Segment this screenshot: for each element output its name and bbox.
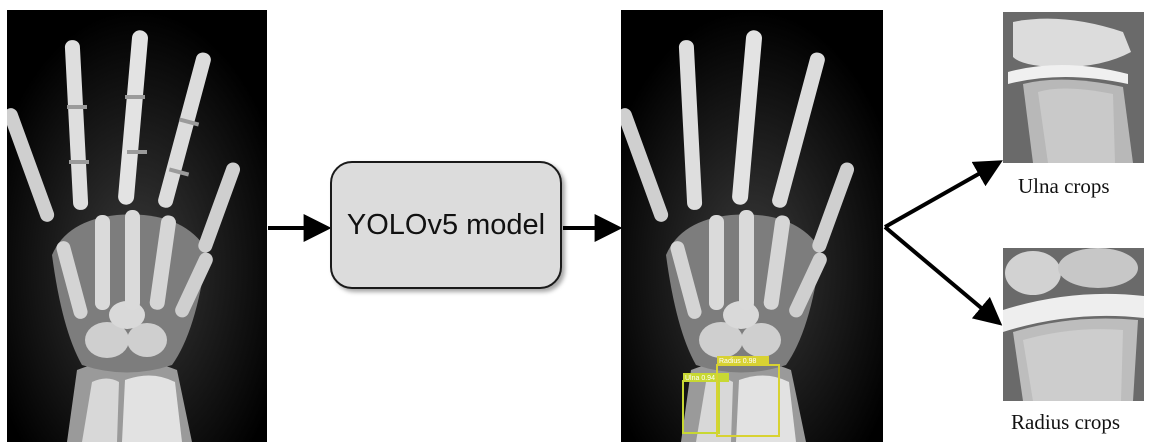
- arrow-to-radius-crop: [885, 227, 998, 322]
- ulna-detection-label: Ulna 0.94: [685, 375, 715, 382]
- radius-crops-caption: Radius crops: [1011, 410, 1120, 435]
- arrow-to-ulna-crop: [885, 163, 998, 227]
- ulna-crops-caption: Ulna crops: [1018, 174, 1110, 199]
- hand-xray-detected-illustration: Ulna 0.94 Radius 0.98: [621, 10, 883, 442]
- yolov5-model-box: YOLOv5 model: [330, 161, 562, 289]
- ulna-crop-image: [1003, 12, 1144, 163]
- radius-detection-label: Radius 0.98: [719, 358, 756, 365]
- model-label: YOLOv5 model: [347, 209, 545, 242]
- ulna-crop-illustration: [1003, 12, 1144, 163]
- radius-crop-image: [1003, 248, 1144, 401]
- radius-crop-illustration: [1003, 248, 1144, 401]
- detection-hand-xray: Ulna 0.94 Radius 0.98: [621, 10, 883, 442]
